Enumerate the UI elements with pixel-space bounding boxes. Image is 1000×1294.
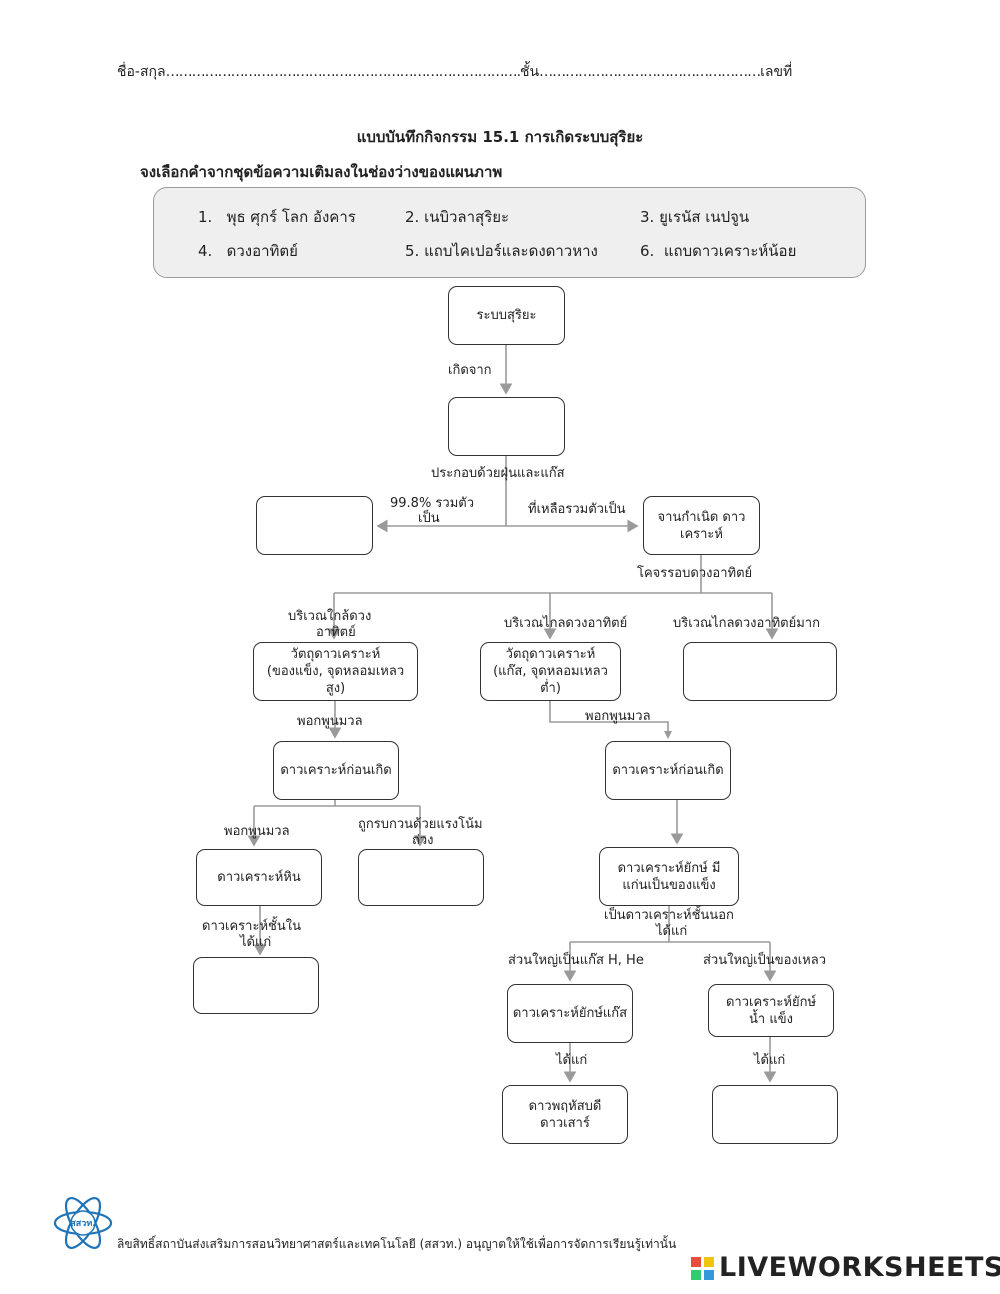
label-outer-planets: เป็นดาวเคราะห์ชั้นนอก bbox=[604, 908, 734, 923]
name-dots: ………………………………………………………………………. bbox=[165, 64, 521, 80]
ipst-logo: สสวท. bbox=[52, 1190, 114, 1254]
atom-logo-icon bbox=[53, 1197, 113, 1249]
blank-box-inner-planets[interactable] bbox=[193, 957, 319, 1014]
blank-box-ice-giants[interactable] bbox=[712, 1085, 838, 1144]
logo-text: สสวท. bbox=[70, 1219, 96, 1229]
solar-system-box: ระบบสุริยะ bbox=[448, 286, 565, 345]
giant-solid-core-box: ดาวเคราะห์ยักษ์ มีแก่นเป็นของแข็ง bbox=[599, 847, 739, 906]
word-bank-item: 1. พุธ ศุกร์ โลก อังคาร bbox=[198, 208, 356, 226]
word-bank-item: 6. แถบดาวเคราะห์น้อย bbox=[640, 242, 797, 260]
protoplanet-left-box: ดาวเคราะห์ก่อนเกิด bbox=[273, 741, 399, 800]
instruction: จงเลือกคำจากชุดข้อความเติมลงในช่องว่างขอ… bbox=[140, 163, 503, 181]
label-near-sun: บริเวณใกล้ดวง bbox=[288, 609, 372, 624]
label-such-as-gas: ได้แก่ bbox=[556, 1053, 588, 1068]
liveworksheets-brand[interactable]: LIVEWORKSHEETS bbox=[719, 1252, 1000, 1283]
class-label: ชั้น bbox=[520, 64, 540, 80]
rocky-planet-box: ดาวเคราะห์หิน bbox=[196, 849, 322, 906]
label-accrete-right: พอกพูนมวล bbox=[585, 709, 651, 724]
label-formed-from: เกิดจาก bbox=[448, 363, 492, 378]
blank-box-sun[interactable] bbox=[256, 496, 373, 555]
ice-giant-box: ดาวเคราะห์ยักษ์น้ำ แข็ง bbox=[708, 984, 834, 1037]
label-perturbed-b: ถ่วง bbox=[412, 833, 434, 848]
planetesimal-solid-box: วัตถุดาวเคราะห์ (ของแข็ง, จุดหลอมเหลว สู… bbox=[253, 642, 418, 701]
name-label: ชื่อ-สกุล bbox=[117, 64, 166, 80]
word-bank-item: 4. ดวงอาทิตย์ bbox=[198, 242, 298, 260]
liveworksheets-logo-icon bbox=[691, 1257, 715, 1281]
page-title: แบบบันทึกกิจกรรม 15.1 การเกิดระบบสุริยะ bbox=[356, 128, 644, 146]
planetesimal-gas-box: วัตถุดาวเคราะห์ (แก๊ส, จุดหลอมเหลว ต่ำ) bbox=[480, 642, 621, 701]
label-such-as-ice: ได้แก่ bbox=[754, 1053, 786, 1068]
protoplanet-right-box: ดาวเคราะห์ก่อนเกิด bbox=[605, 741, 731, 800]
blank-box-asteroid[interactable] bbox=[358, 849, 484, 906]
label-inner-such-as: ได้แก่ bbox=[240, 935, 272, 950]
label-inner-planets: ดาวเคราะห์ชั้นใน bbox=[202, 919, 301, 934]
word-bank-item: 3. ยูเรนัส เนปจูน bbox=[640, 208, 750, 226]
protoplanetary-disk-box: จานกำเนิด ดาวเคราะห์ bbox=[643, 496, 760, 555]
label-near-sun-b: อาทิตย์ bbox=[316, 625, 356, 640]
jupiter-saturn-box: ดาวพฤหัสบดี ดาวเสาร์ bbox=[502, 1085, 628, 1144]
label-orbit: โคจรรอบดวงอาทิตย์ bbox=[637, 566, 753, 581]
word-bank-item: 5. แถบไคเปอร์และดงดาวหาง bbox=[405, 242, 598, 260]
label-percent-b: เป็น bbox=[418, 511, 440, 526]
label-mostly-gas: ส่วนใหญ่เป็นแก๊ส H, He bbox=[508, 953, 644, 968]
label-far-sun: บริเวณไกลดวงอาทิตย์ bbox=[504, 616, 628, 631]
label-outer-such-as: ได้แก่ bbox=[656, 924, 688, 939]
label-perturbed: ถูกรบกวนด้วยแรงโน้ม bbox=[358, 817, 483, 832]
label-remaining: ที่เหลือรวมตัวเป็น bbox=[528, 502, 626, 517]
label-very-far-sun: บริเวณไกลดวงอาทิตย์มาก bbox=[673, 616, 820, 631]
label-percent: 99.8% รวมตัว bbox=[390, 496, 475, 511]
class-dots: …………………………………………… bbox=[539, 64, 761, 80]
number-label: เลขที่ bbox=[760, 64, 793, 80]
label-made-of: ประกอบด้วยฝุ่นและแก๊ส bbox=[431, 466, 565, 481]
copyright-text: ลิขสิทธิ์สถาบันส่งเสริมการสอนวิทยาศาสตร์… bbox=[117, 1237, 677, 1251]
label-mostly-liquid: ส่วนใหญ่เป็นของเหลว bbox=[703, 953, 827, 968]
name-line: ชื่อ-สกุล……………………………………………………………………….ชั้… bbox=[117, 64, 792, 80]
gas-giant-box: ดาวเคราะห์ยักษ์แก๊ส bbox=[507, 984, 633, 1043]
label-accrete-left: พอกพูนมวล bbox=[297, 714, 363, 729]
label-accrete-rocky: พอกพูนมวล bbox=[224, 824, 290, 839]
word-bank-item: 2. เนบิวลาสุริยะ bbox=[405, 208, 510, 226]
word-bank bbox=[153, 187, 866, 278]
blank-box-nebula[interactable] bbox=[448, 397, 565, 456]
blank-box-outer-region[interactable] bbox=[683, 642, 837, 701]
